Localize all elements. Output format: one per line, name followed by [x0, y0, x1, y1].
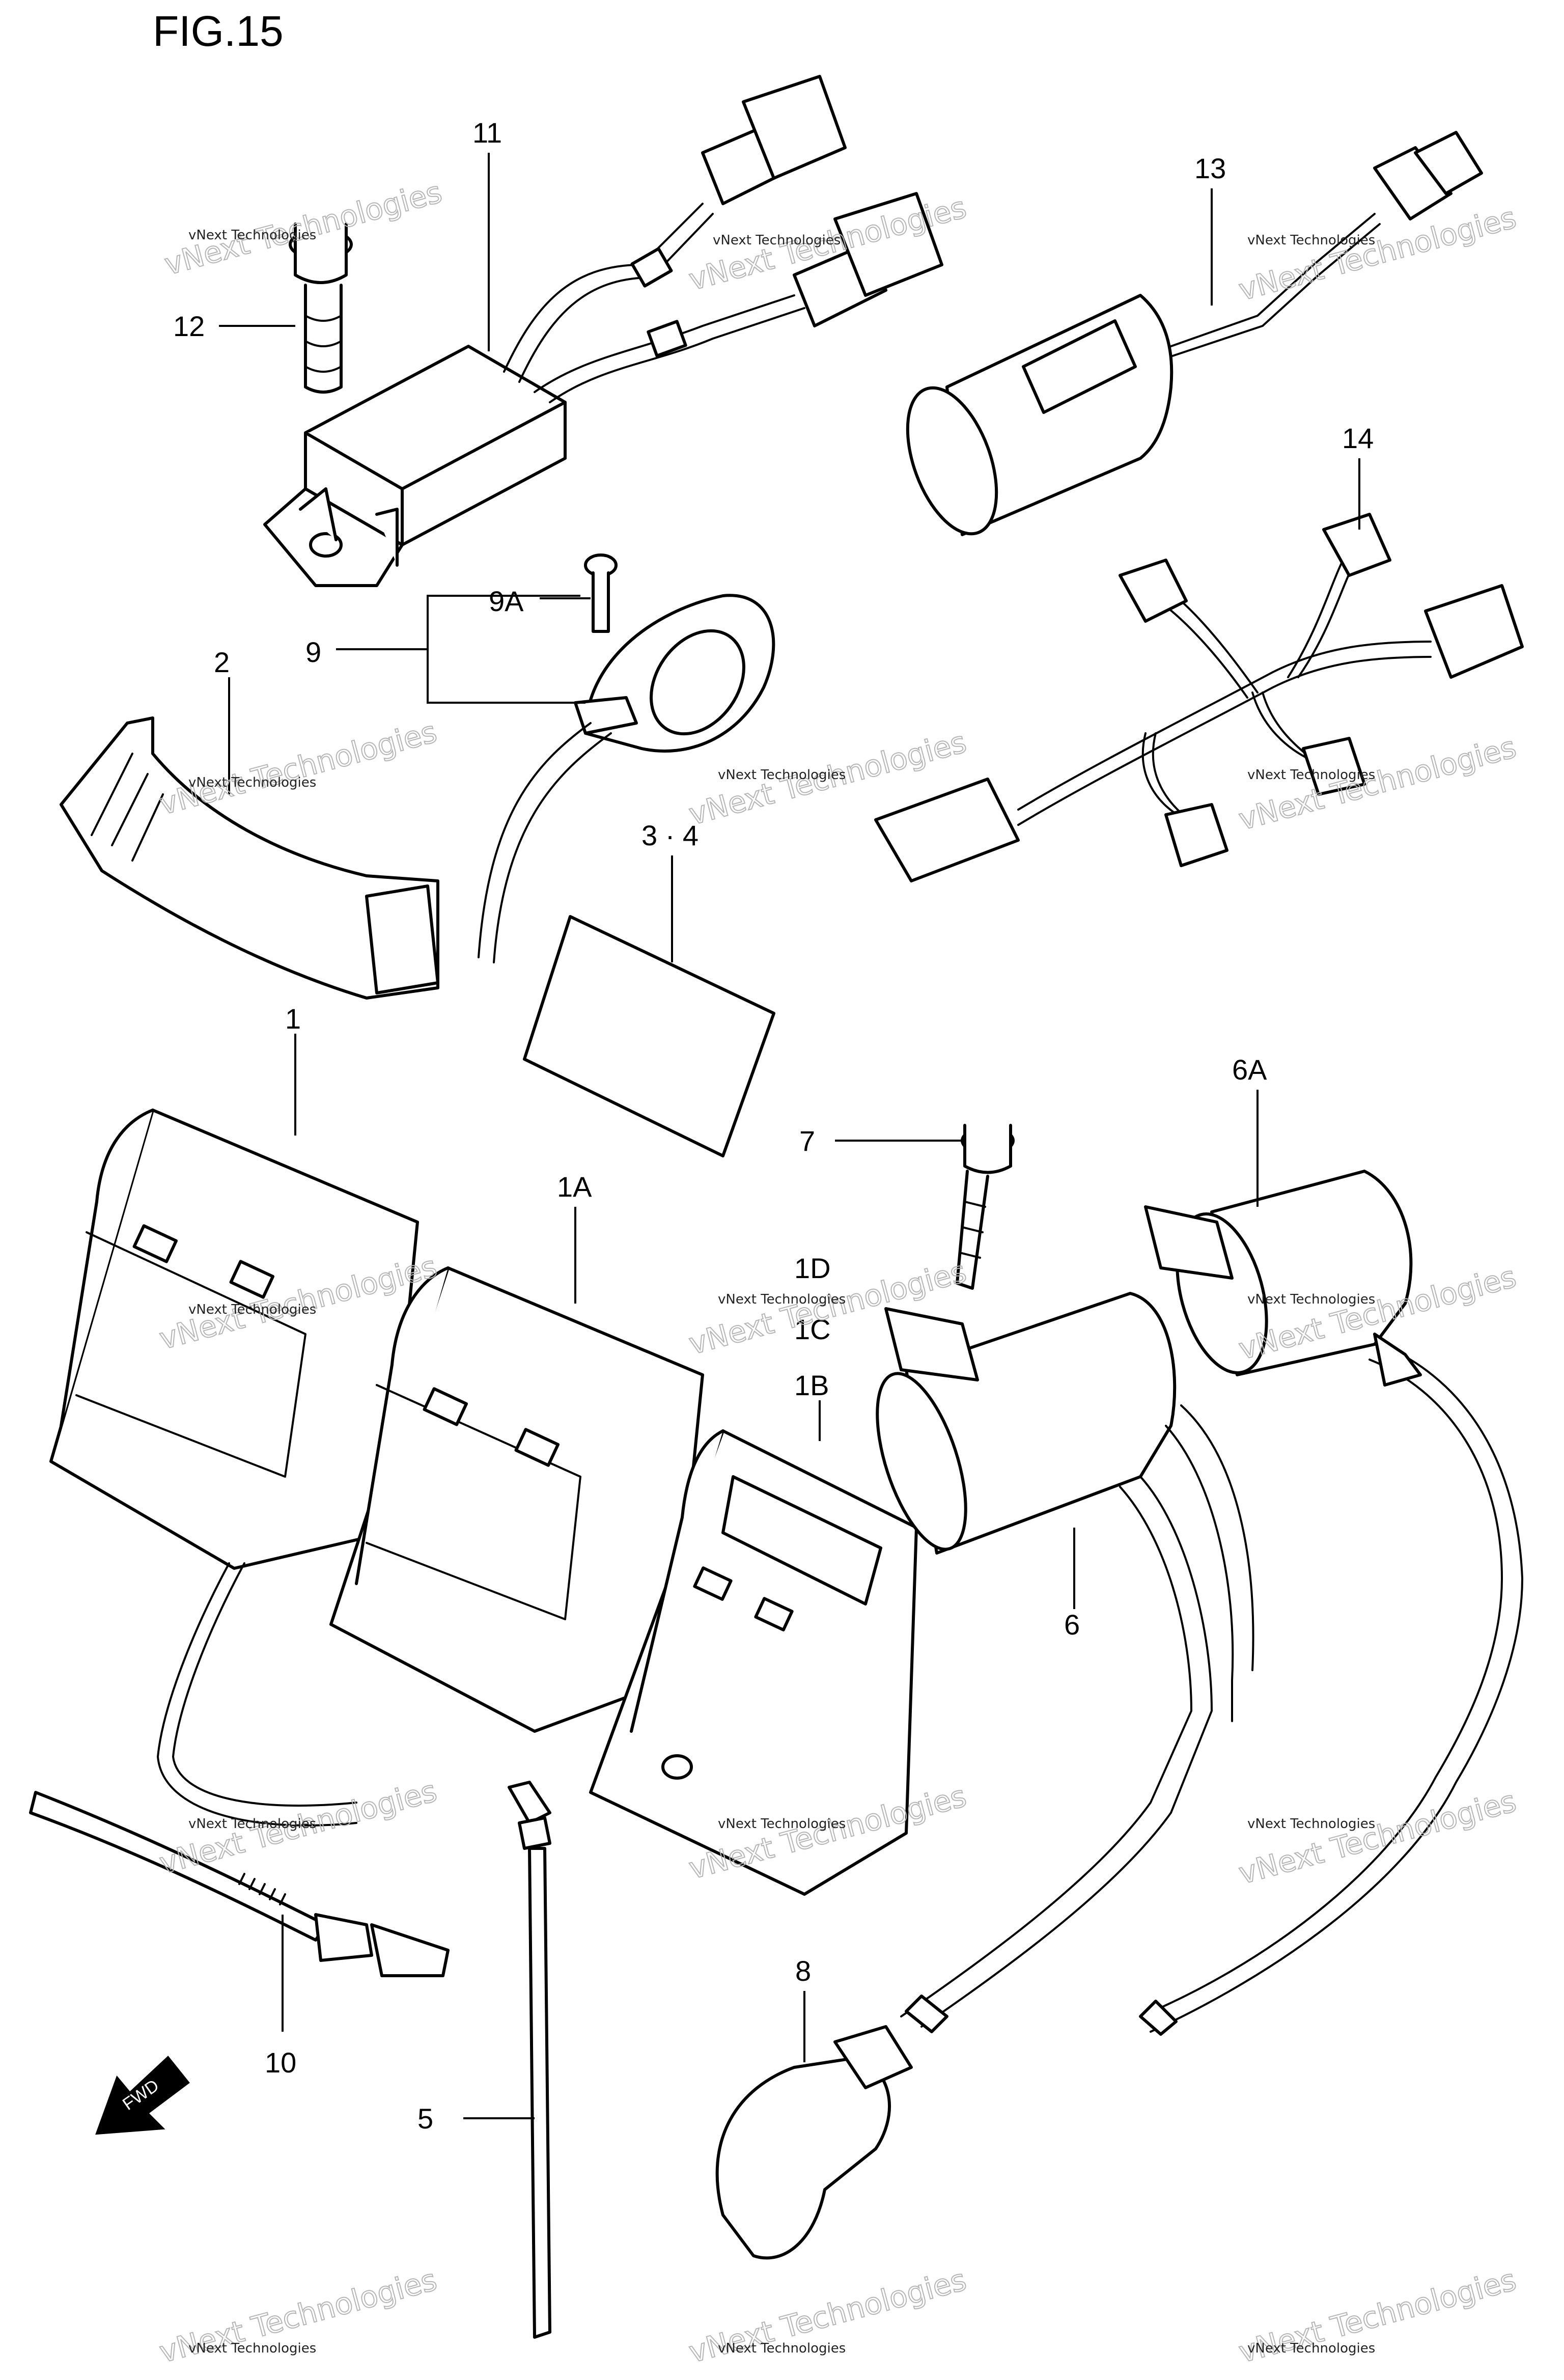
label-part-7: 7: [799, 1125, 815, 1157]
watermark-text-small: vNext Technologies: [1247, 233, 1375, 248]
part-7-bolt: [956, 1124, 1015, 1290]
watermark-text-small: vNext Technologies: [188, 228, 316, 243]
part-14-wiring-harness: [874, 513, 1524, 882]
label-part-9a: 9A: [489, 585, 524, 617]
watermark-6: vNext Technologies vNext Technologies: [1235, 729, 1520, 838]
watermark-3: vNext Technologies vNext Technologies: [1235, 200, 1520, 308]
part-3-4-pad: [523, 915, 775, 1157]
watermark-text-small: vNext Technologies: [188, 2341, 316, 2356]
part-8-spark-plug-cap: [715, 2025, 913, 2260]
watermark-10: vNext Technologies vNext Technologies: [155, 1773, 441, 1881]
watermark-text-small: vNext Technologies: [718, 1292, 846, 1307]
watermark-text-large: vNext Technologies: [1235, 1784, 1520, 1891]
watermark-12: vNext Technologies vNext Technologies: [1235, 1783, 1520, 1892]
watermark-15: vNext Technologies vNext Technologies: [1235, 2262, 1520, 2370]
part-5-cable-tie: [508, 1781, 551, 2339]
label-part-10: 10: [265, 2046, 296, 2079]
label-part-9: 9: [305, 636, 321, 668]
part-1b-cdi-unit: [589, 1429, 918, 1896]
watermark-text-small: vNext Technologies: [1247, 767, 1375, 783]
label-part-5: 5: [417, 2102, 433, 2135]
watermark-13: vNext Technologies vNext Technologies: [155, 2262, 441, 2370]
watermark-text-small: vNext Technologies: [713, 233, 841, 248]
label-part-1b: 1B: [794, 1369, 829, 1401]
label-part-6: 6: [1064, 1609, 1080, 1641]
label-part-1: 1: [285, 1003, 301, 1035]
label-part-2: 2: [214, 646, 230, 678]
watermark-text-small: vNext Technologies: [1247, 1292, 1375, 1307]
part-9a-screw: [584, 554, 618, 633]
watermark-text-small: vNext Technologies: [188, 775, 316, 790]
part-11-relay-module: [263, 75, 943, 587]
watermark-text-small: vNext Technologies: [188, 1302, 316, 1317]
part-12-bolt: [289, 223, 353, 394]
part-1-cdi-unit: [49, 1109, 419, 1826]
watermark-text-small: vNext Technologies: [718, 767, 846, 783]
label-part-13: 13: [1194, 152, 1226, 184]
watermark-text-large: vNext Technologies: [1235, 200, 1520, 308]
part-6-ignition-coil: [876, 1292, 1254, 2033]
part-6a-ignition-coil: [1139, 1170, 1523, 2036]
watermark-text-small: vNext Technologies: [188, 1816, 316, 1832]
label-part-1a: 1A: [557, 1171, 592, 1203]
watermark-14: vNext Technologies vNext Technologies: [685, 2262, 970, 2370]
part-1a-cdi-unit: [329, 1266, 704, 1733]
part-13-condenser: [906, 131, 1483, 536]
label-part-14: 14: [1342, 422, 1374, 454]
label-part-1c: 1C: [794, 1313, 831, 1345]
label-part-12: 12: [173, 310, 205, 342]
part-2-rubber-strap: [60, 716, 439, 1000]
watermark-text-small: vNext Technologies: [1247, 1816, 1375, 1832]
part-10-cable-tie: [29, 1791, 450, 1977]
figure-title: FIG.15: [153, 7, 284, 55]
watermark-text-large: vNext Technologies: [1235, 730, 1520, 837]
part-9-clamp: [478, 594, 775, 963]
label-part-6a: 6A: [1232, 1054, 1267, 1086]
watermark-4: vNext Technologies vNext Technologies: [155, 714, 441, 822]
fwd-arrow-icon: FWD: [95, 2056, 190, 2135]
watermark-text-small: vNext Technologies: [718, 1816, 846, 1832]
watermark-text-small: vNext Technologies: [718, 2341, 846, 2356]
label-part-11: 11: [472, 117, 502, 149]
label-part-3-4: 3 · 4: [641, 819, 699, 851]
watermark-text-small: vNext Technologies: [1247, 2341, 1375, 2356]
label-part-1d: 1D: [794, 1252, 831, 1284]
watermark-text-large: vNext Technologies: [156, 714, 440, 822]
label-part-8: 8: [795, 1955, 811, 1987]
